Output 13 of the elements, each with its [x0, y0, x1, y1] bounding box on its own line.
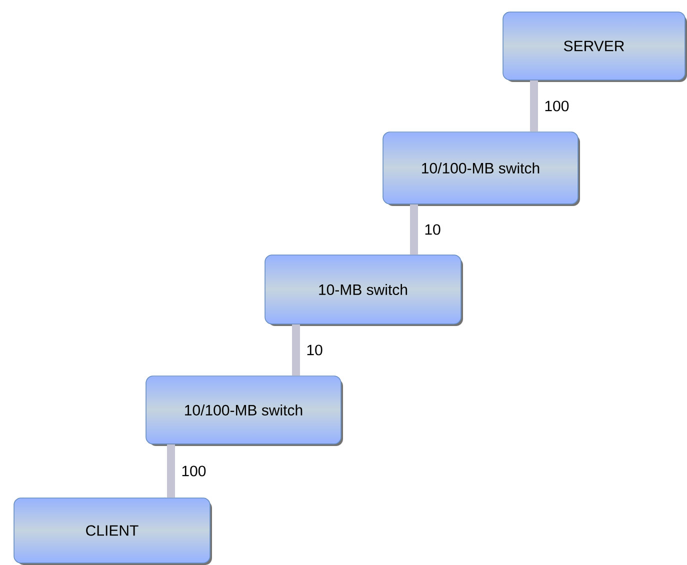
link-bar	[410, 204, 418, 255]
switch-box: CLIENT	[14, 498, 212, 565]
switch-box: 10-MB switch	[264, 254, 463, 326]
edge-label: 100	[182, 466, 206, 476]
edge-label: 10	[425, 224, 440, 235]
switch-box: SERVER	[502, 12, 687, 82]
switch-box: 10/100-MB switch	[146, 376, 343, 446]
switch-box: 10/100-MB switch	[382, 132, 580, 206]
edge-label: 100	[545, 100, 569, 112]
link-bar	[530, 80, 538, 132]
link-bar	[292, 324, 300, 376]
link-bar	[167, 444, 175, 498]
edge-label: 10	[307, 344, 322, 356]
